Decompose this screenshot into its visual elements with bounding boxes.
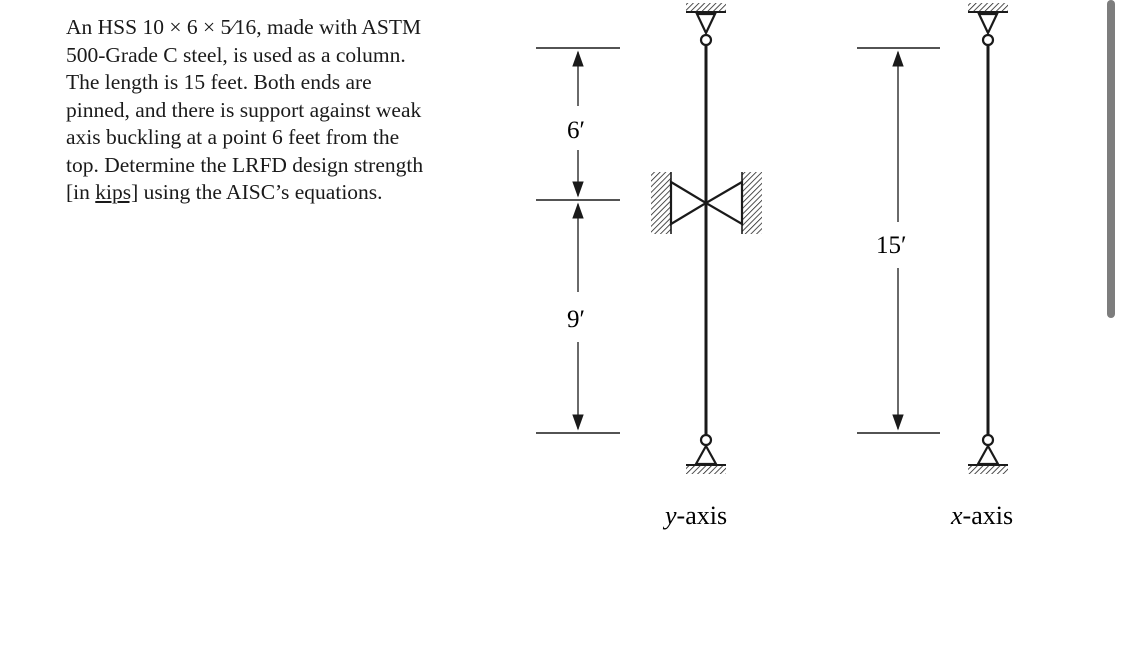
problem-line-4: pinned, and there is support against wea… bbox=[66, 97, 422, 122]
x-axis-column bbox=[968, 3, 1008, 474]
problem-line-7-prefix: [in bbox=[66, 180, 96, 204]
problem-line-6: top. Determine the LRFD design strength bbox=[66, 152, 424, 177]
x-axis-suffix: -axis bbox=[963, 501, 1014, 530]
top-support-icon bbox=[686, 3, 726, 47]
x-axis-label: x-axis bbox=[950, 501, 1013, 530]
arrow-up-icon bbox=[572, 50, 584, 67]
total-length-label: 15′ bbox=[876, 232, 906, 259]
y-axis-var: y bbox=[662, 501, 677, 530]
arrow-up-icon bbox=[572, 202, 584, 219]
problem-line-5: axis buckling at a point 6 feet from the bbox=[66, 125, 400, 149]
bottom-segment-label: 9′ bbox=[567, 306, 585, 333]
top-segment-label: 6′ bbox=[567, 117, 585, 144]
top-support-icon bbox=[968, 3, 1008, 47]
kips-link[interactable]: kips] bbox=[95, 180, 139, 204]
problem-line-7: [in kips] using the AISC’s equations. bbox=[66, 179, 486, 207]
arrow-down-icon bbox=[572, 414, 584, 431]
vertical-scrollbar[interactable] bbox=[1107, 0, 1115, 318]
problem-statement: An HSS 10 × 6 × 5⁄16, made with ASTM 500… bbox=[66, 14, 486, 207]
problem-line-3: The length is 15 feet. Both ends are bbox=[66, 70, 372, 94]
lateral-brace-icon bbox=[651, 172, 762, 234]
x-axis-var: x bbox=[950, 501, 963, 530]
y-axis-label: y-axis bbox=[662, 501, 727, 530]
problem-line-1: An HSS 10 × 6 × 5⁄16, made with ASTM bbox=[66, 15, 422, 39]
arrow-up-icon bbox=[892, 50, 904, 67]
y-axis-column bbox=[651, 3, 762, 474]
problem-line-2: 500-Grade C steel, is used as a column. bbox=[66, 42, 406, 67]
bottom-support-icon bbox=[968, 433, 1008, 474]
bottom-support-icon bbox=[686, 433, 726, 474]
x-axis-dimension bbox=[857, 47, 940, 434]
arrow-down-icon bbox=[892, 414, 904, 431]
y-axis-suffix: -axis bbox=[677, 501, 728, 530]
arrow-down-icon bbox=[572, 181, 584, 198]
y-axis-dimension bbox=[536, 47, 620, 434]
problem-line-7-suffix: using the AISC’s equations. bbox=[138, 180, 383, 204]
